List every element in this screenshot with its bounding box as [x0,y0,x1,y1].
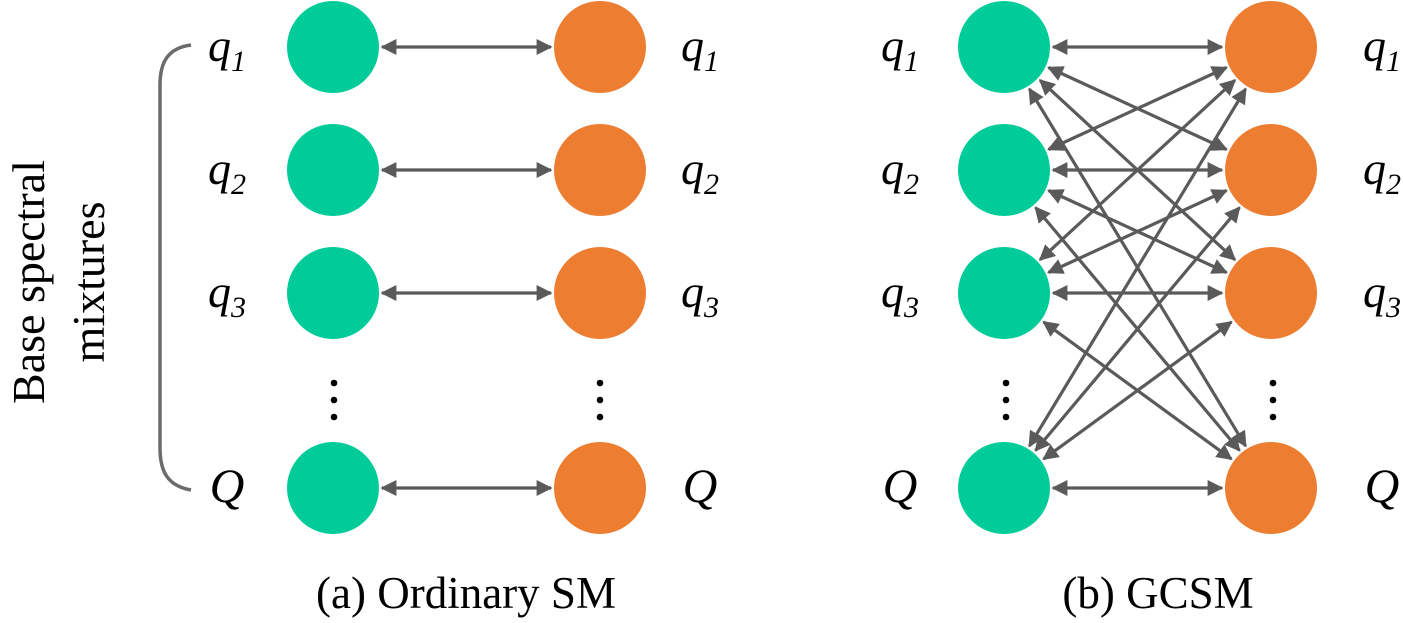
right-label-ordinary-4: Q [683,460,718,513]
right-node-ordinary-1 [554,1,646,93]
left-node-ordinary-4 [287,442,379,534]
right-label-gcsm-2: q2 [1363,143,1401,201]
edges-ordinary [380,39,553,496]
right-label-gcsm-1: q1 [1363,20,1401,78]
left-label-ordinary-1: q1 [208,20,246,78]
right-node-ordinary-3 [554,247,646,339]
edge-gcsm-4-3 [1042,320,1233,461]
side-label-line2: mixtures [63,202,114,363]
side-label: Base spectral mixtures [3,160,114,404]
left-node-gcsm-4 [958,442,1050,534]
right-label-gcsm-4: Q [1365,460,1400,513]
caption-ordinary-sm: (a) Ordinary SM [316,568,616,618]
right-label-ordinary-1: q1 [681,20,719,78]
right-node-ordinary-4 [554,442,646,534]
ellipsis-left-ordinary [330,379,338,421]
left-node-gcsm-1 [958,1,1050,93]
left-label-gcsm-3: q3 [881,266,919,324]
left-node-gcsm-3 [958,247,1050,339]
left-node-ordinary-2 [287,124,379,216]
left-label-ordinary-2: q2 [208,143,246,201]
ellipsis-right-gcsm [1269,379,1277,421]
left-node-ordinary-1 [287,1,379,93]
right-label-ordinary-2: q2 [681,143,719,201]
mixture-bracket [158,43,192,492]
left-label-gcsm-1: q1 [881,20,919,78]
side-label-line1: Base spectral [3,160,54,404]
right-node-gcsm-1 [1225,1,1317,93]
nodes-gcsm [958,1,1317,534]
caption-gcsm: (b) GCSM [1062,568,1253,618]
right-label-ordinary-3: q3 [681,266,719,324]
left-label-gcsm-4: Q [883,460,918,513]
left-node-ordinary-3 [287,247,379,339]
right-node-ordinary-2 [554,124,646,216]
left-label-ordinary-4: Q [210,460,245,513]
ellipsis-right-ordinary [596,379,604,421]
right-node-gcsm-4 [1225,442,1317,534]
edges-gcsm [1028,39,1247,496]
left-label-gcsm-2: q2 [881,143,919,201]
nodes-ordinary [287,1,646,534]
right-label-gcsm-3: q3 [1363,266,1401,324]
right-node-gcsm-3 [1225,247,1317,339]
ellipsis-left-gcsm [1002,379,1010,421]
right-node-gcsm-2 [1225,124,1317,216]
left-node-gcsm-2 [958,124,1050,216]
left-label-ordinary-3: q3 [208,266,246,324]
